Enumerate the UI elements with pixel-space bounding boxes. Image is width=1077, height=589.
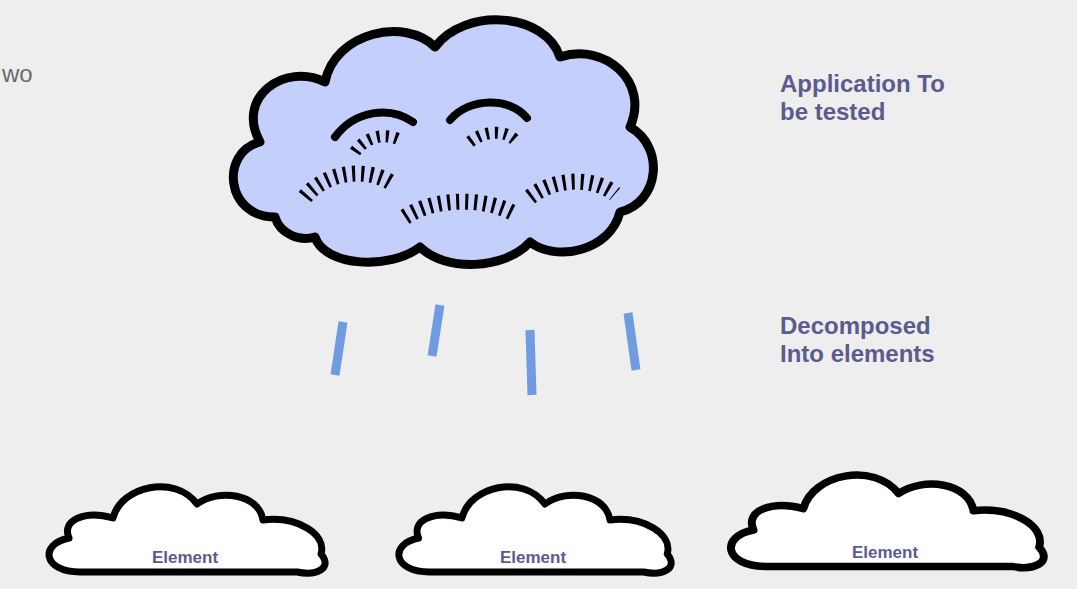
element-cloud: Element [385, 468, 681, 580]
application-label: Application To be tested [780, 70, 950, 126]
cloud-shape [215, 2, 665, 274]
element-cloud: Element [35, 468, 335, 580]
slide-text: wo [2, 60, 33, 88]
rain-line [432, 305, 440, 356]
element-label: Element [152, 548, 218, 568]
element-label: Element [852, 543, 918, 563]
element-label: Element [500, 548, 566, 568]
rain-line [335, 322, 343, 375]
application-cloud: Application To be tested [215, 2, 665, 274]
rain-line [628, 313, 636, 370]
rain-line [530, 330, 532, 395]
element-cloud: Element [715, 455, 1055, 575]
step-label: Decomposed Into elements [780, 312, 950, 368]
